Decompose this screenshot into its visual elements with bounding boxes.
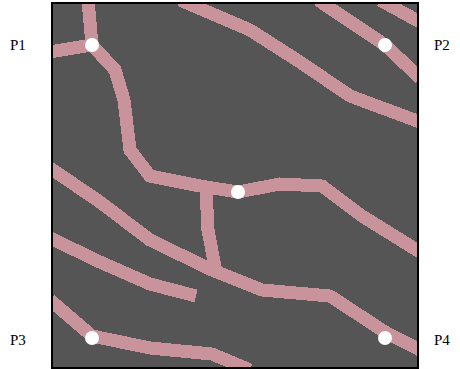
channel-paths [52,3,418,368]
point-label: P2 [434,38,450,53]
point-label: P1 [10,38,26,53]
point-markers [85,38,392,345]
point-label: P4 [434,333,450,348]
map-border [52,3,418,368]
point-label: P3 [10,333,26,348]
